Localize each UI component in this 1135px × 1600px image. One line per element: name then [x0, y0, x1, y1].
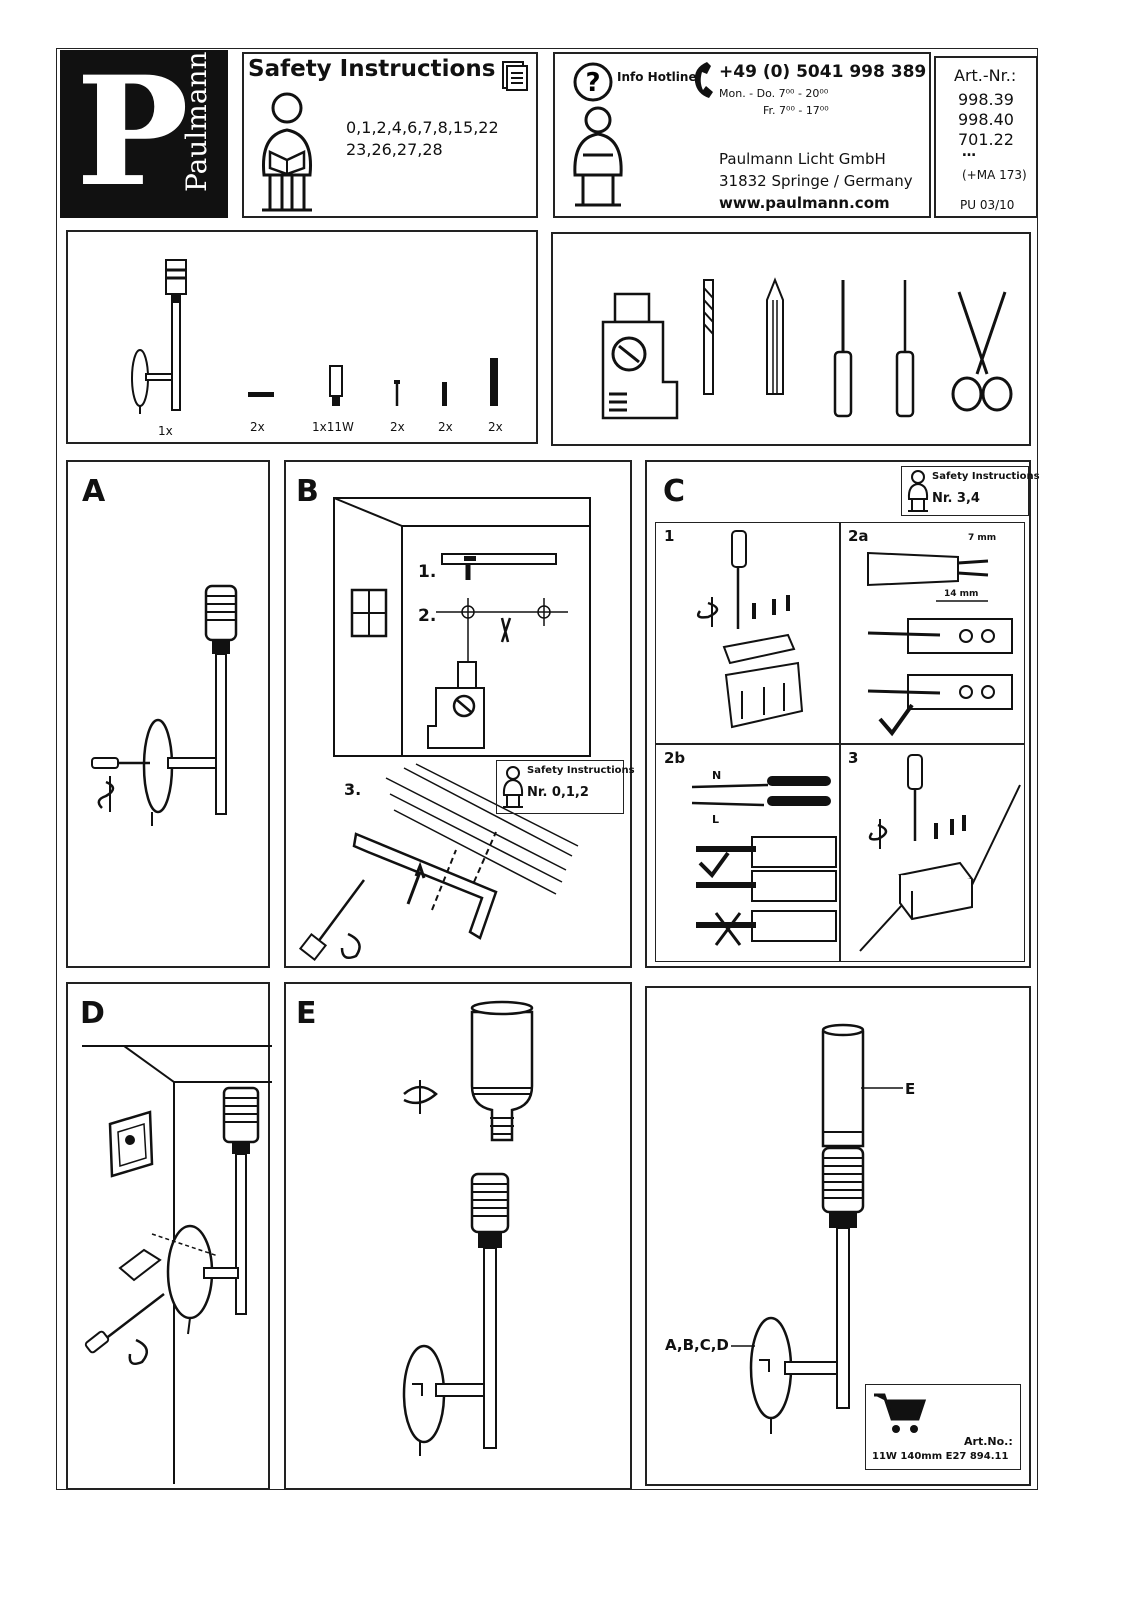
bracket-part	[248, 392, 274, 397]
article-pu: PU 03/10	[960, 198, 1015, 212]
panel-d-letter: D	[80, 996, 105, 1031]
panel-b-safety-title: Safety Instructions	[527, 765, 635, 776]
panel-b-letter: B	[296, 474, 319, 509]
wire-connection-illustration	[691, 776, 837, 946]
article-ellipsis: …	[962, 144, 976, 160]
panel-b-safety-nr: Nr. 0,1,2	[527, 785, 589, 800]
reading-person-icon	[261, 92, 313, 212]
qty-screw: 2x	[390, 420, 405, 434]
panel-c-safety-person-icon	[907, 470, 929, 512]
panel-c-step-3-label: 3	[848, 749, 859, 767]
hotline-label: Info Hotline	[617, 70, 697, 84]
hotline-hours-friday: Fr. 7⁰⁰ - 17⁰⁰	[763, 104, 829, 117]
panel-c-safety-title: Safety Instructions	[932, 471, 1040, 482]
panel-e-illustration	[402, 1000, 534, 1456]
panel-c-label-n: N	[712, 769, 722, 782]
safety-title: Safety Instructions	[248, 56, 496, 82]
qty-bulb: 1x11W	[312, 420, 354, 434]
phillips-screwdriver-icon	[895, 280, 915, 418]
panel-b-illustration	[298, 497, 591, 962]
panel-e: E	[284, 982, 632, 1490]
voltage-tester-icon	[601, 292, 679, 420]
hotline-address: 31832 Springe / Germany	[719, 172, 913, 190]
pencil-icon	[766, 277, 784, 395]
panel-a-illustration	[91, 584, 238, 826]
qty-lamp: 1x	[158, 424, 173, 438]
panel-c-step-3: 3	[839, 744, 1025, 962]
scissors-icon	[951, 291, 1013, 412]
panel-a-letter: A	[82, 474, 106, 509]
panel-c-safety-box: Safety Instructions Nr. 3,4	[901, 466, 1040, 516]
panel-b-safety-person-icon	[502, 766, 524, 808]
final-label-abcd: A,B,C,D	[665, 1336, 729, 1354]
drill-bit-icon	[703, 279, 714, 395]
panel-b: B 1. 2. 3. Safety Instruc	[284, 460, 635, 968]
safety-numbers-1: 0,1,2,4,6,7,8,15,22	[346, 118, 499, 137]
panel-a: A	[66, 460, 270, 968]
wall-lamp-part	[131, 259, 187, 414]
panel-c-step-2a-label: 2a	[848, 527, 869, 545]
panel-c-step-1: 1	[655, 522, 841, 744]
question-person-icon: ?	[573, 62, 623, 207]
article-ma: (+MA 173)	[962, 168, 1027, 182]
art-no-label: Art.No.:	[964, 1435, 1013, 1448]
terminal-block-open-illustration	[697, 530, 804, 729]
panel-c-step-2a: 2a 7 mm 14 mm	[839, 522, 1025, 744]
qty-dowel: 2x	[438, 420, 453, 434]
art-no-value: 11W 140mm E27 894.11	[872, 1451, 1009, 1462]
panel-c-step-2b-label: 2b	[664, 749, 686, 767]
article-number-2: 998.40	[958, 110, 1014, 129]
panel-c-step-1-label: 1	[664, 527, 675, 545]
brand-box: P Paulmann	[60, 44, 228, 220]
panel-b-step-2: 2.	[418, 606, 437, 626]
terminal-block-closed-illustration	[859, 754, 1021, 952]
brand-letter: P	[76, 44, 189, 220]
panel-b-step-1: 1.	[418, 562, 437, 582]
safety-instructions-box: Safety Instructions 0,1,2,4,6,7,8,15,22 …	[242, 52, 538, 218]
panel-final: E A,B,C,D Art.No.: 11W 140mm E27 894.11	[645, 986, 1031, 1486]
article-header: Art.-Nr.:	[954, 66, 1017, 85]
qty-bracket: 2x	[250, 420, 265, 434]
screw-part	[394, 380, 400, 406]
shopping-cart-icon	[874, 1393, 927, 1433]
panel-b-step-3: 3.	[344, 780, 362, 799]
panel-e-letter: E	[296, 996, 317, 1031]
panel-c-dim-7: 7 mm	[968, 533, 997, 543]
slotted-screwdriver-icon	[833, 280, 853, 418]
hotline-box: ? Info Hotline +49 (0) 5041 998 389 Mon.…	[553, 52, 931, 218]
final-label-e: E	[905, 1080, 916, 1098]
parts-box: 1x 2x 1x11W 2x 2x 2x	[66, 230, 538, 444]
panel-c-label-l: L	[712, 813, 720, 826]
panel-b-safety-box: Safety Instructions Nr. 0,1,2	[496, 760, 635, 814]
hotline-hours-weekday: Mon. - Do. 7⁰⁰ - 20⁰⁰	[719, 87, 829, 100]
dowel-part	[442, 382, 447, 406]
panel-d: D	[66, 982, 272, 1490]
svg-text:?: ?	[585, 68, 600, 98]
hotline-company: Paulmann Licht GmbH	[719, 150, 886, 168]
article-number-1: 998.39	[958, 90, 1014, 109]
wire-stripping-illustration	[867, 551, 1013, 737]
article-box: Art.-Nr.: 998.39 998.40 701.22 … (+MA 17…	[934, 56, 1038, 218]
brand-name: Paulmann	[180, 51, 213, 192]
panel-c-step-2b: 2b N L	[655, 744, 841, 962]
phone-icon	[694, 62, 713, 98]
qty-rod: 2x	[488, 420, 503, 434]
panel-c-letter: C	[663, 474, 686, 509]
art-no-box: Art.No.: 11W 140mm E27 894.11	[865, 1384, 1021, 1470]
hotline-website: www.paulmann.com	[719, 194, 890, 212]
bulb-part	[329, 365, 343, 406]
document-icon	[502, 61, 528, 91]
safety-numbers-2: 23,26,27,28	[346, 140, 443, 159]
rod-part	[490, 358, 498, 406]
assembled-lamp-illustration	[731, 1023, 903, 1434]
tools-box	[551, 232, 1031, 446]
panel-c-safety-nr: Nr. 3,4	[932, 491, 980, 506]
hotline-phone: +49 (0) 5041 998 389	[719, 62, 927, 82]
panel-c-dim-14: 14 mm	[944, 589, 979, 599]
panel-d-illustration	[82, 1045, 272, 1484]
article-number-3: 701.22	[958, 130, 1014, 149]
panel-c: C Safety Instructions Nr. 3,4 1 2a 7 mm …	[645, 460, 1040, 968]
